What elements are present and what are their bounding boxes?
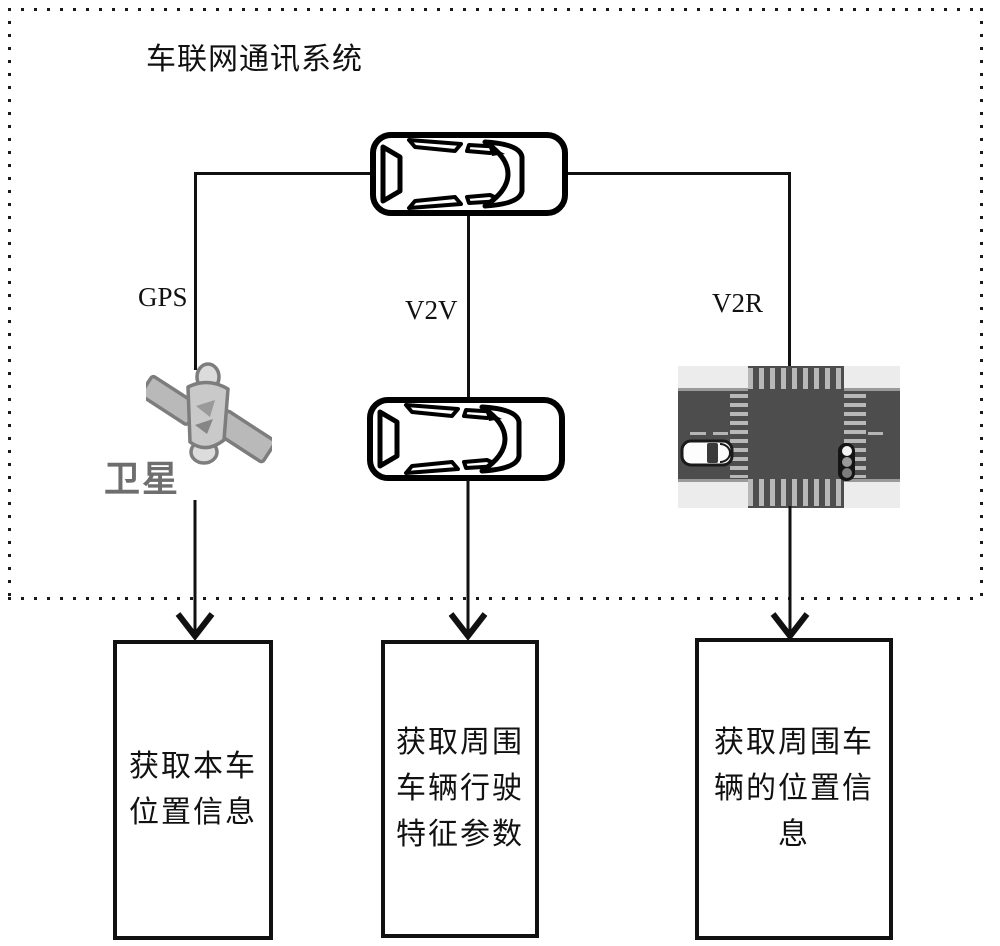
v2v-link-label: V2V (405, 295, 458, 325)
ego-car-top-view-icon (370, 132, 568, 216)
lane-marking (713, 432, 728, 435)
arrow-down-gps (175, 500, 215, 640)
output-box-surrounding-position: 获取周围车 辆的位置信 息 (695, 638, 893, 940)
output-box-line: 获取周围车 (714, 726, 874, 759)
lane-marking (690, 432, 706, 435)
connector-v2v (467, 215, 470, 398)
crosswalk-top (748, 368, 844, 389)
crosswalk-left (730, 394, 748, 478)
satellite-caption: 卫星 (104, 459, 181, 499)
white-car-icon (680, 439, 734, 467)
output-box-surrounding-driving: 获取周围 车辆行驶 特征参数 (381, 640, 539, 938)
system-title: 车联网通讯系统 (146, 43, 363, 76)
output-box-line: 车辆行驶 (396, 772, 524, 805)
output-box-line: 位置信息 (129, 796, 257, 829)
connector-top-right (567, 172, 790, 175)
lane-marking (868, 432, 883, 435)
connector-gps (194, 172, 197, 370)
satellite-icon (146, 362, 272, 465)
output-box-line: 获取周围 (396, 726, 524, 759)
arrow-down-v2v (448, 480, 488, 640)
connector-top-left (195, 172, 371, 175)
traffic-light-icon (838, 443, 855, 481)
v2r-link-label: V2R (712, 288, 764, 318)
gps-link-label: GPS (138, 282, 188, 312)
road-intersection-image (678, 366, 900, 508)
output-box-line: 息 (778, 818, 810, 851)
peer-car-top-view-icon (367, 397, 565, 481)
connector-v2r (788, 172, 791, 368)
arrow-down-v2r (770, 506, 810, 640)
output-box-own-position: 获取本车 位置信息 (113, 640, 273, 940)
output-box-line: 辆的位置信 (714, 772, 874, 805)
output-box-line: 获取本车 (129, 750, 257, 783)
output-box-line: 特征参数 (396, 818, 524, 851)
crosswalk-bottom (748, 479, 844, 506)
